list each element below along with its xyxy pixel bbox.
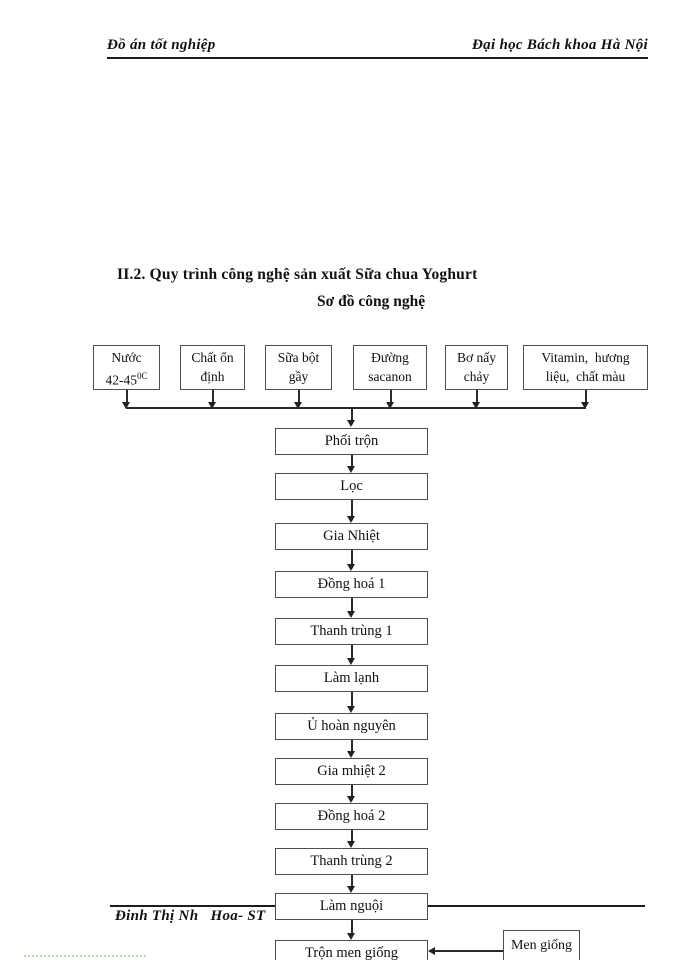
- arrow-down-icon: [122, 402, 130, 409]
- connector-vline: [351, 598, 353, 611]
- running-header: Đồ án tốt nghiệp Đại học Bách khoa Hà Nộ…: [107, 37, 648, 59]
- connector-vline: [351, 875, 353, 886]
- connector-vline: [351, 692, 353, 706]
- arrow-left-icon: [428, 947, 435, 955]
- connector-vline: [351, 740, 353, 751]
- connector-vline: [126, 390, 128, 403]
- ingredient-label: Nước: [111, 350, 142, 365]
- arrow-down-icon: [581, 402, 589, 409]
- ingredient-label: gầy: [288, 369, 309, 384]
- ingredient-label: định: [200, 369, 225, 384]
- ingredient-duong-sacanon: Đường sacanon: [353, 345, 427, 390]
- arrow-down-icon: [208, 402, 216, 409]
- ingredient-bo-nay-chay: Bơ nấy chảy: [445, 345, 508, 390]
- scan-artifact-dots: [24, 955, 146, 957]
- arrow-down-icon: [347, 886, 355, 893]
- arrow-down-icon: [347, 420, 355, 427]
- step-dong-hoa-2: Đồng hoá 2: [275, 803, 428, 830]
- connector-vline: [351, 785, 353, 796]
- connector-hline: [435, 950, 503, 952]
- section-title: II.2. Quy trình công nghệ sản xuất Sữa c…: [117, 266, 478, 283]
- ingredient-label: Vitamin, hương: [541, 350, 630, 365]
- connector-vline: [351, 920, 353, 933]
- arrow-down-icon: [347, 796, 355, 803]
- step-lam-nguoi: Làm nguội: [275, 893, 428, 920]
- ingredient-nuoc: Nước 42-450C: [93, 345, 160, 390]
- arrow-down-icon: [347, 611, 355, 618]
- ingredient-label: 42-450C: [105, 371, 148, 388]
- step-lam-lanh: Làm lạnh: [275, 665, 428, 692]
- connector-vline: [298, 390, 300, 403]
- ingredient-chat-on-dinh: Chất ổn định: [180, 345, 245, 390]
- arrow-down-icon: [347, 516, 355, 523]
- step-thanh-trung-1: Thanh trùng 1: [275, 618, 428, 645]
- connector-vline: [476, 390, 478, 403]
- ingredient-vitamin-huong-lieu: Vitamin, hương liệu, chất màu: [523, 345, 648, 390]
- arrow-down-icon: [347, 841, 355, 848]
- footer-author: Đinh Thị Nh Hoa- ST: [115, 908, 266, 924]
- arrow-down-icon: [347, 564, 355, 571]
- ingredient-label: Bơ nấy: [456, 350, 496, 365]
- connector-vline: [351, 409, 353, 421]
- step-thanh-trung-2: Thanh trùng 2: [275, 848, 428, 875]
- step-dong-hoa-1: Đồng hoá 1: [275, 571, 428, 598]
- arrow-down-icon: [347, 706, 355, 713]
- connector-vline: [351, 645, 353, 658]
- step-loc: Lọc: [275, 473, 428, 500]
- ingredient-label: Sữa bột: [277, 350, 320, 365]
- ingredient-label: chảy: [463, 369, 490, 384]
- step-u-hoan-nguyen: Ủ hoàn nguyên: [275, 713, 428, 740]
- arrow-down-icon: [347, 466, 355, 473]
- ingredient-label: Đường: [371, 350, 409, 365]
- side-input-men-giong: Men giống: [503, 930, 580, 960]
- connector-vline: [351, 500, 353, 516]
- connector-vline: [212, 390, 214, 403]
- connector-vline: [351, 550, 353, 564]
- header-right-text: Đại học Bách khoa Hà Nội: [472, 37, 648, 53]
- connector-vline: [585, 390, 587, 403]
- ingredient-sua-bot-gay: Sữa bột gầy: [265, 345, 332, 390]
- arrow-down-icon: [472, 402, 480, 409]
- connector-vline: [351, 455, 353, 466]
- step-tron-men-giong: Trộn men giống: [275, 940, 428, 960]
- arrow-down-icon: [294, 402, 302, 409]
- header-left-text: Đồ án tốt nghiệp: [107, 37, 216, 53]
- collector-hline: [126, 407, 586, 409]
- ingredient-label: sacanon: [368, 369, 412, 384]
- temperature-superscript: 0C: [136, 371, 148, 381]
- step-phoi-tron: Phối trộn: [275, 428, 428, 455]
- ingredient-label: liệu, chất màu: [545, 369, 626, 384]
- ingredient-label: Chất ổn: [191, 350, 234, 365]
- connector-vline: [390, 390, 392, 403]
- arrow-down-icon: [347, 658, 355, 665]
- arrow-down-icon: [347, 933, 355, 940]
- connector-vline: [351, 830, 353, 841]
- step-gia-nhiet: Gia Nhiệt: [275, 523, 428, 550]
- arrow-down-icon: [386, 402, 394, 409]
- diagram-subtitle: Sơ đồ công nghệ: [317, 293, 426, 310]
- step-gia-nhiet-2: Gia mhiệt 2: [275, 758, 428, 785]
- arrow-down-icon: [347, 751, 355, 758]
